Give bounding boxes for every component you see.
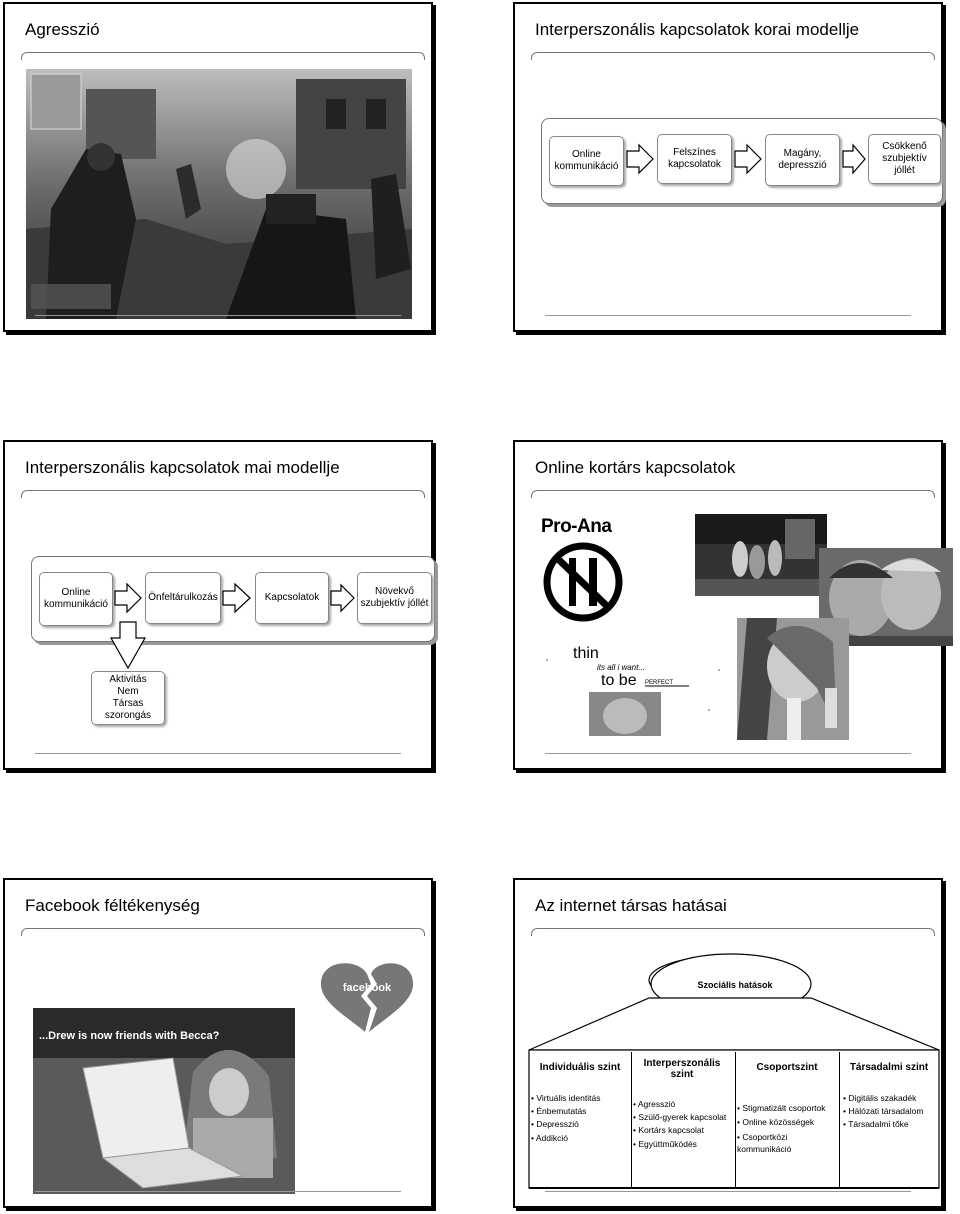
model-box-kapcsolatok: Kapcsolatok (255, 572, 329, 624)
slide-korai-modell: Interperszonális kapcsolatok korai model… (513, 2, 943, 332)
column-divider (631, 1052, 632, 1188)
model-box-csokkeno: Csökkenő szubjektív jóllét (868, 134, 941, 184)
right-arrow-icon (114, 582, 355, 614)
slide-online-kortars: Online kortárs kapcsolatok Pro-Ana thin … (513, 440, 953, 770)
slide-title: Facebook féltékenység (25, 896, 200, 915)
friends-photo (819, 548, 953, 646)
model-box-aktivitas: Aktivitás Nem Társas szorongás (91, 671, 165, 725)
down-arrow-icon (109, 621, 147, 670)
its-all-text: its all i want... (597, 663, 645, 672)
column-list-interperszonalis: Agresszió Szülő-gyerek kapcsolat Kortárs… (633, 1098, 735, 1151)
slide-mai-modell: Interperszonális kapcsolatok mai modellj… (3, 440, 435, 770)
slide-title: Online kortárs kapcsolatok (535, 458, 736, 477)
list-item: Agresszió (633, 1098, 735, 1111)
girl-laptop-photo: ...Drew is now friends with Becca? (33, 1008, 295, 1194)
list-item: Együttműködés (633, 1138, 735, 1151)
slide-footer (545, 315, 911, 320)
arrows (109, 582, 355, 670)
column-head-individualis: Individuális szint (539, 1062, 621, 1073)
slide-title: Interperszonális kapcsolatok mai modellj… (25, 458, 340, 477)
slide-footer (545, 753, 911, 758)
list-item: Depresszió (531, 1118, 631, 1131)
street-photo (695, 514, 827, 596)
list-item: Virtuális identitás (531, 1092, 631, 1105)
to-be-text: to be (601, 672, 637, 689)
list-item: Stigmatizált csoportok (737, 1102, 837, 1114)
game-screenshot-image (26, 69, 412, 319)
model-box-novekvo: Növekvő szubjektív jóllét (357, 572, 432, 624)
laughing-girl-photo (737, 618, 849, 740)
list-item: Kortárs kapcsolat (633, 1124, 735, 1137)
title-rule (21, 928, 425, 936)
model-box-magany: Magány, depresszió (765, 134, 840, 186)
title-rule (531, 52, 935, 60)
right-arrow-icon (626, 143, 866, 175)
list-item: Digitális szakadék (843, 1092, 939, 1105)
heart-label: facebook (343, 982, 392, 994)
model-box-online: Online kommunikáció (549, 136, 624, 186)
model-box-onfeltarulkozas: Önfeltárulkozás (145, 572, 221, 624)
model-box-felszines: Felszínes kapcsolatok (657, 134, 732, 184)
list-item: Társadalmi tőke (843, 1118, 939, 1131)
slide-agresszio: Agresszió (3, 2, 433, 332)
column-divider (735, 1052, 736, 1188)
list-item: Énbemutatás (531, 1105, 631, 1118)
arrows (626, 143, 866, 175)
column-head-csoportszint: Csoportszint (756, 1062, 818, 1073)
no-eating-icon (543, 542, 623, 622)
column-head-interperszonalis: Interperszonális szint (643, 1058, 721, 1080)
column-list-individualis: Virtuális identitás Énbemutatás Depressz… (531, 1092, 631, 1145)
column-list-csoportszint: Stigmatizált csoportok Online közösségek… (737, 1102, 837, 1155)
slide-title: Agresszió (25, 20, 100, 39)
thin-word: thin (573, 645, 599, 662)
column-list-tarsadalmi: Digitális szakadék Hálózati társadalom T… (843, 1092, 939, 1132)
pro-ana-logo: Pro-Ana (541, 516, 627, 626)
slide-footer (545, 1191, 911, 1196)
list-item: Csoportközi kommunikáció (737, 1131, 837, 1156)
slide-footer (35, 315, 401, 320)
model-box-online: Online kommunikáció (39, 572, 113, 626)
list-item: Addikció (531, 1132, 631, 1145)
slide-facebook: Facebook féltékenység facebook ...Drew i… (3, 878, 433, 1208)
list-item: Hálózati társadalom (843, 1105, 939, 1118)
thin-perfect-image: thin its all i want... to be PERFECT (539, 640, 729, 736)
title-rule (531, 490, 935, 498)
slide-internet-tarsas: Az internet társas hatásai Szociális hat… (513, 878, 943, 1208)
perfect-text: PERFECT (645, 680, 673, 686)
pro-ana-text: Pro-Ana (541, 516, 612, 537)
slide-title: Az internet társas hatásai (535, 896, 727, 915)
center-label: Szociális hatások (697, 980, 773, 990)
column-head-tarsadalmi: Társadalmi szint (849, 1062, 929, 1073)
list-item: Online közösségek (737, 1116, 837, 1128)
photo-caption: ...Drew is now friends with Becca? (39, 1030, 220, 1042)
title-rule (21, 490, 425, 498)
slide-footer (35, 753, 401, 758)
slide-title: Interperszonális kapcsolatok korai model… (535, 20, 860, 39)
slide-footer (35, 1191, 401, 1196)
column-divider (839, 1052, 840, 1188)
broken-heart-icon: facebook (320, 963, 414, 1032)
title-rule (21, 52, 425, 60)
title-rule (531, 928, 935, 936)
social-effects-diagram-lines (528, 953, 940, 1189)
list-item: Szülő-gyerek kapcsolat (633, 1111, 735, 1124)
